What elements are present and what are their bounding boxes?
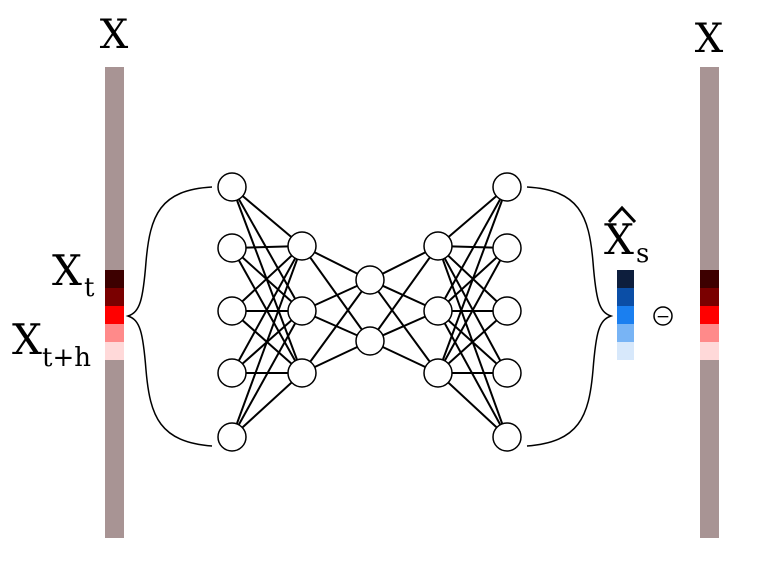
network-edge [231, 186, 303, 312]
network-node-layer-1 [217, 172, 247, 202]
network-node-layer-5 [492, 233, 522, 263]
output-brace [526, 186, 614, 447]
xhat-label: X [604, 215, 634, 264]
xth-subscript: t+h [42, 343, 91, 373]
network-edge [437, 186, 508, 312]
reconstruction-cell [617, 288, 634, 306]
network-node-layer-2 [287, 296, 317, 326]
target-window-cell [700, 342, 719, 360]
network-edge [437, 186, 508, 247]
network-node-layer-1 [217, 358, 247, 388]
network-edge [231, 372, 303, 438]
reconstruction-cell [617, 306, 634, 324]
xhat-subscript: s [636, 239, 649, 269]
network-edge [231, 310, 303, 438]
hat-accent [607, 205, 637, 224]
target-window-cell [700, 270, 719, 288]
network-node-layer-4 [423, 231, 453, 261]
network-edge [437, 247, 508, 374]
minus-circle [653, 306, 673, 326]
network-edge [437, 372, 508, 438]
reconstruction-cell [617, 270, 634, 288]
xt-subscript: t [84, 273, 95, 303]
network-node-layer-3 [355, 265, 385, 295]
input-window-cell [105, 270, 124, 288]
target-window-cell [700, 306, 719, 324]
input-window-cell [105, 324, 124, 342]
reconstruction-window-blue [617, 270, 634, 360]
network-edge [231, 245, 303, 438]
input-window-cell [105, 288, 124, 306]
network-edge [369, 245, 439, 342]
network-edge [437, 186, 508, 374]
network-node-layer-2 [287, 358, 317, 388]
network-edge [301, 279, 371, 374]
target-window-red [700, 270, 719, 360]
network-edges [231, 186, 508, 438]
network-edge [437, 310, 508, 374]
target-window-cell [700, 324, 719, 342]
network-nodes [217, 172, 522, 452]
reconstruction-cell [617, 324, 634, 342]
network-node-layer-1 [217, 296, 247, 326]
minus-symbol: − [656, 307, 670, 327]
network-node-layer-4 [423, 358, 453, 388]
network-node-layer-5 [492, 422, 522, 452]
target-window-cell [700, 288, 719, 306]
network-node-layer-4 [423, 296, 453, 326]
network-edge [301, 245, 371, 342]
xth-label: X [12, 315, 42, 364]
network-node-layer-3 [355, 326, 385, 356]
reconstruction-cell [617, 342, 634, 360]
network-node-layer-1 [217, 233, 247, 263]
xt-label: X [52, 246, 82, 295]
network-node-layer-1 [217, 422, 247, 452]
input-brace [125, 186, 213, 447]
network-node-layer-5 [492, 172, 522, 202]
output-bar-label: X [695, 16, 724, 62]
input-window-red [105, 270, 124, 360]
network-node-layer-2 [287, 231, 317, 261]
input-window-cell [105, 306, 124, 324]
network-edge [231, 245, 303, 312]
network-node-layer-5 [492, 358, 522, 388]
input-window-cell [105, 342, 124, 360]
network-edge [231, 186, 303, 247]
network-node-layer-5 [492, 296, 522, 326]
input-bar-label: X [100, 12, 129, 58]
network-edge [231, 245, 303, 374]
